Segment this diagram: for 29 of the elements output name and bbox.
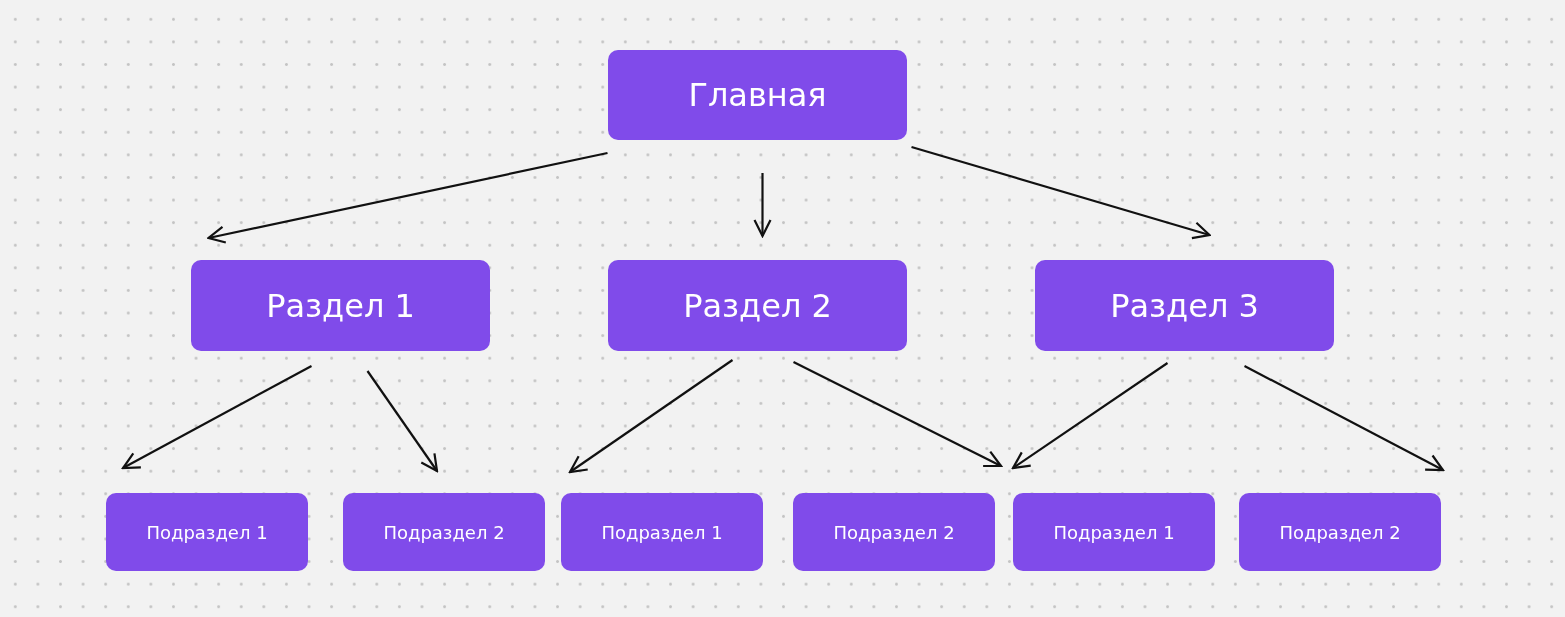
section-box (1239, 493, 1441, 571)
node-label: Подраздел 1 (601, 521, 723, 543)
node-label: Главная (688, 76, 827, 114)
section-box (793, 493, 995, 571)
section-box (608, 50, 907, 140)
section-box (343, 493, 545, 571)
section-box (1035, 260, 1334, 351)
node-label: Подраздел 2 (1279, 521, 1401, 543)
arrow (793, 361, 1003, 468)
section-box (1013, 493, 1215, 571)
node-label: Раздел 2 (683, 286, 832, 325)
node-label: Подраздел 1 (1053, 521, 1175, 543)
arrow (207, 151, 608, 244)
arrow (1244, 365, 1445, 472)
arrow (568, 359, 734, 474)
node-label: Раздел 1 (266, 286, 415, 325)
node-label: Подраздел 2 (383, 521, 505, 543)
section-box (608, 260, 907, 351)
section-box (561, 493, 763, 571)
node-label: Подраздел 2 (833, 521, 955, 543)
node-label: Раздел 3 (1110, 286, 1259, 325)
arrow (911, 145, 1211, 240)
arrow (753, 173, 772, 238)
node-label: Подраздел 1 (146, 521, 268, 543)
section-box (106, 493, 308, 571)
arrow (121, 365, 313, 470)
arrow (366, 370, 439, 473)
section-box (191, 260, 490, 351)
arrow (1011, 362, 1169, 470)
